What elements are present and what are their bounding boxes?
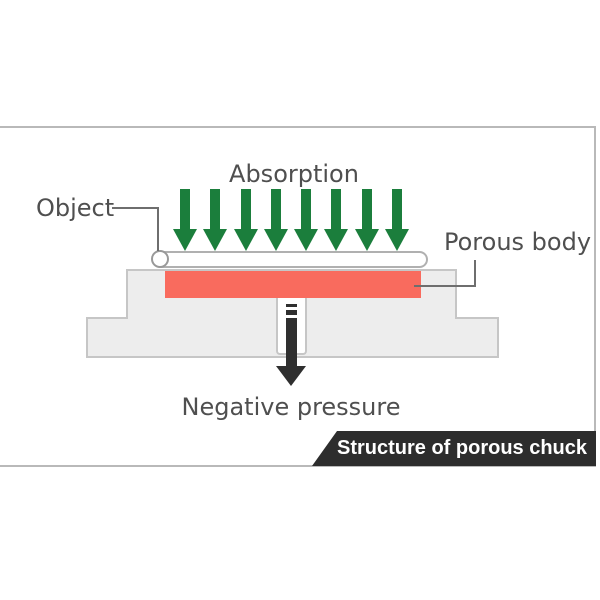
object-callout-circle bbox=[151, 250, 169, 268]
negative-pressure-arrow-icon bbox=[276, 366, 306, 386]
absorption-arrow-icon bbox=[294, 189, 319, 251]
absorption-arrow-icon bbox=[203, 189, 228, 251]
porous-body-label: Porous body bbox=[444, 228, 592, 256]
porous-body-rect bbox=[165, 271, 421, 298]
negative-pressure-label: Negative pressure bbox=[181, 393, 401, 421]
object-plate bbox=[154, 251, 428, 268]
object-leader-line bbox=[112, 207, 159, 209]
porous-body-leader-line bbox=[414, 285, 476, 287]
caption-banner: Structure of porous chuck bbox=[312, 431, 596, 466]
negative-pressure-arrow-icon bbox=[286, 318, 297, 366]
absorption-arrow-icon bbox=[384, 189, 409, 251]
absorption-arrow-icon bbox=[173, 189, 197, 251]
negative-pressure-arrow-icon bbox=[286, 310, 297, 315]
absorption-arrows bbox=[173, 189, 409, 251]
caption-text: Structure of porous chuck bbox=[336, 437, 588, 459]
porous-body-leader-line bbox=[474, 260, 476, 287]
object-label: Object bbox=[36, 194, 115, 222]
absorption-arrow-icon bbox=[263, 189, 288, 251]
absorption-label: Absorption bbox=[229, 160, 359, 188]
absorption-arrow-icon bbox=[233, 189, 258, 251]
absorption-arrow-icon bbox=[324, 189, 349, 251]
object-leader-line bbox=[157, 207, 159, 251]
negative-pressure-arrow-icon bbox=[286, 304, 297, 307]
absorption-arrow-icon bbox=[354, 189, 379, 251]
